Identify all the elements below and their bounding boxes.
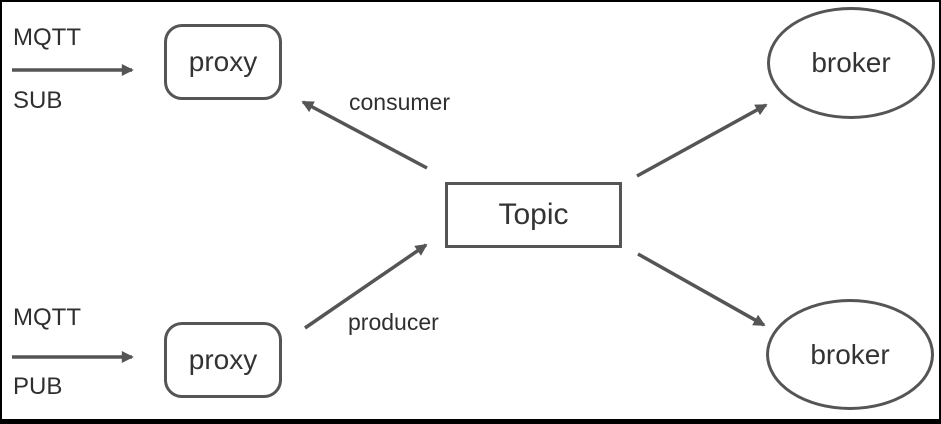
proxy-pub-node-label: proxy [188,344,258,375]
consumer-arrow [301,100,428,170]
mqtt-pub-label: MQTT [13,304,81,331]
sub-label: SUB [13,87,63,114]
topic-node: Topic [445,182,622,248]
producer-arrow [304,243,428,330]
proxy-sub-node-label: proxy [188,46,258,77]
broker-bottom-node: broker [766,299,934,410]
proxy-sub-node: proxy [164,24,282,100]
topic-broker-top-arrow [636,103,768,178]
broker-top-node-label: broker [811,47,891,78]
broker-top-node: broker [767,7,935,119]
topic-node-label: Topic [498,198,569,231]
producer-edge-label: producer [348,309,439,335]
topic-broker-bottom-arrow [637,252,766,327]
mqtt-sub-label: MQTT [13,24,81,51]
pub-label: PUB [13,373,63,400]
broker-bottom-node-label: broker [810,338,890,370]
arrow-layer [12,64,768,363]
consumer-edge-label: consumer [349,89,450,115]
proxy-pub-node: proxy [164,322,282,398]
